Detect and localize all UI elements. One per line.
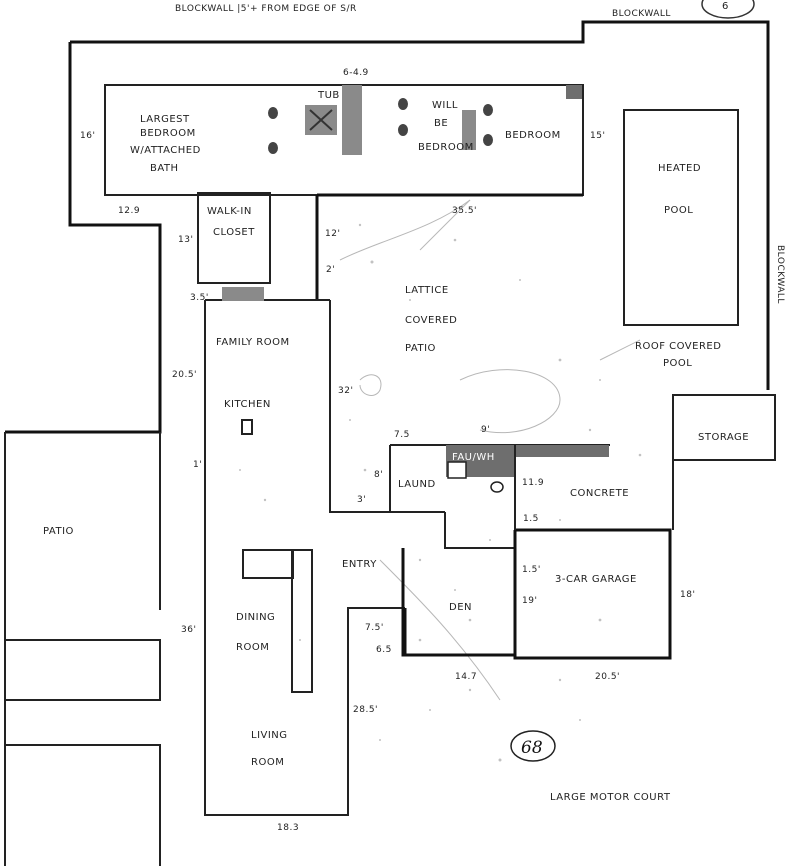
- dim-7-5: 7.5: [394, 430, 410, 440]
- corner-mark: 6: [722, 1, 729, 12]
- dim-36: 36': [181, 625, 196, 635]
- page-number: 68: [521, 738, 543, 758]
- lattice-patio-line2: COVERED: [405, 315, 457, 326]
- concrete-label: CONCRETE: [570, 488, 629, 499]
- storage-label: STORAGE: [698, 432, 749, 443]
- dim-3: 3': [357, 495, 366, 505]
- counter-box: [516, 445, 609, 457]
- largest-bedroom-line4: BATH: [150, 163, 179, 174]
- dim-20-5: 20.5': [172, 370, 197, 380]
- dim-16: 16': [80, 131, 95, 141]
- patio-label: PATIO: [43, 526, 74, 537]
- bedroom-label: BEDROOM: [505, 130, 561, 141]
- dim-15: 15': [590, 131, 605, 141]
- page-number-circle: [510, 730, 556, 762]
- dim-9: 9': [481, 425, 490, 435]
- fixtures: [222, 85, 609, 493]
- kitchen-label: KITCHEN: [224, 399, 271, 410]
- will-be-line1: WILL: [432, 100, 458, 111]
- motor-court-label: LARGE MOTOR COURT: [550, 792, 671, 803]
- dining-room-line2: ROOM: [236, 642, 269, 653]
- dim-7-5b: 7.5': [365, 623, 384, 633]
- will-be-line3: BEDROOM: [418, 142, 474, 153]
- dim-2: 2': [326, 265, 335, 275]
- will-be-line2: BE: [434, 118, 448, 129]
- dim-6-4-9: 6-4.9: [343, 68, 369, 78]
- dim-1-5b: 1.5': [522, 565, 541, 575]
- den-label: DEN: [449, 602, 472, 613]
- heated-pool-line1: HEATED: [658, 163, 701, 174]
- walk-in-closet-line2: CLOSET: [213, 227, 255, 238]
- lattice-patio-line1: LATTICE: [405, 285, 449, 296]
- dining-room-line1: DINING: [236, 612, 275, 623]
- closet-shelf: [222, 287, 264, 301]
- top-right-blockwall: BLOCKWALL: [612, 9, 671, 19]
- living-room-line1: LIVING: [251, 730, 288, 741]
- dim-32: 32': [338, 386, 353, 396]
- laundry-label: LAUND: [398, 479, 436, 490]
- dim-18-3: 18.3: [277, 823, 299, 833]
- dim-20-5b: 20.5': [595, 672, 620, 682]
- roof-pool-line1: ROOF COVERED: [635, 341, 721, 352]
- dim-14-7: 14.7: [455, 672, 477, 682]
- walk-in-closet-line1: WALK-IN: [207, 206, 252, 217]
- lattice-patio-line3: PATIO: [405, 343, 436, 354]
- dim-18: 18': [680, 590, 695, 600]
- roof-pool-line2: POOL: [663, 358, 692, 369]
- dim-3-5: 3.5': [190, 293, 209, 303]
- largest-bedroom-line2: BEDROOM: [140, 128, 196, 139]
- dim-12-9: 12.9: [118, 206, 140, 216]
- family-room-label: FAMILY ROOM: [216, 337, 290, 348]
- living-room-line2: ROOM: [251, 757, 284, 768]
- scribble-lines: [339, 199, 641, 701]
- right-blockwall: BLOCKWALL: [775, 245, 785, 304]
- scan-noise: [239, 223, 642, 762]
- walk-in-closet-outline: [197, 192, 271, 284]
- largest-bedroom-line1: LARGEST: [140, 114, 190, 125]
- heated-pool-line2: POOL: [664, 205, 693, 216]
- entry-label: ENTRY: [342, 559, 377, 570]
- top-blockwall-note: BLOCKWALL |5'+ FROM EDGE OF S/R: [175, 4, 357, 14]
- dim-12: 12': [325, 229, 340, 239]
- heated-pool-outline: [623, 109, 739, 326]
- dim-8: 8': [374, 470, 383, 480]
- dim-1-5: 1.5: [523, 514, 539, 524]
- dim-28-5: 28.5': [353, 705, 378, 715]
- fau-wh-label: FAU/WH: [452, 452, 495, 463]
- dim-11-9: 11.9: [522, 478, 544, 488]
- dim-35-5: 35.5': [452, 206, 477, 216]
- largest-bedroom-line3: W/ATTACHED: [130, 145, 201, 156]
- dim-6-5: 6.5: [376, 645, 392, 655]
- dim-1: 1': [193, 460, 202, 470]
- walls: [4, 20, 776, 866]
- tub-label: TUB: [317, 90, 340, 101]
- corner-circle: [701, 0, 755, 19]
- garage-label: 3-CAR GARAGE: [555, 574, 637, 585]
- dim-19: 19': [522, 596, 537, 606]
- dim-13: 13': [178, 235, 193, 245]
